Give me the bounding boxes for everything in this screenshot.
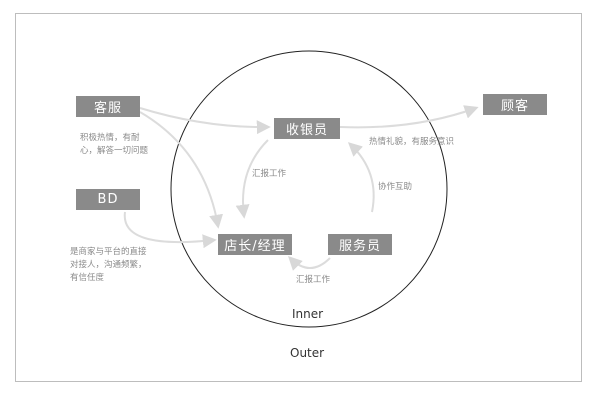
arrow-bd-to-manager bbox=[123, 211, 217, 249]
label-outer: Outer bbox=[290, 346, 325, 360]
note-bd-line1: 是商家与平台的直接 bbox=[70, 247, 147, 257]
node-kefu: 客服 bbox=[76, 96, 140, 117]
diagram-frame bbox=[15, 13, 582, 382]
note-kefu-line2: 心，解答一切问题 bbox=[80, 146, 149, 156]
label-inner: Inner bbox=[292, 307, 324, 321]
note-kefu-line1: 积极热情，有耐 bbox=[80, 133, 140, 143]
arrow-kefu-to-cashier bbox=[139, 107, 271, 135]
node-customer: 顾客 bbox=[483, 94, 547, 115]
note-cooperation: 协作互助 bbox=[378, 182, 413, 192]
arrow-kefu-to-manager bbox=[139, 111, 224, 229]
node-cashier: 收银员 bbox=[274, 118, 340, 139]
node-manager: 店长/经理 bbox=[218, 234, 292, 255]
arrow-waiter-to-cashier bbox=[347, 142, 375, 213]
note-bd-line3: 有信任度 bbox=[70, 273, 105, 283]
note-cashier-report: 汇报工作 bbox=[252, 169, 287, 179]
arrow-cashier-to-customer bbox=[339, 105, 479, 129]
note-cashier-customer: 热情礼貌，有服务意识 bbox=[369, 137, 455, 147]
note-kefu: 积极热情，有耐 心，解答一切问题 bbox=[80, 132, 148, 158]
node-waiter: 服务员 bbox=[328, 234, 392, 255]
note-bd: 是商家与平台的直接 对接人，沟通频繁， 有信任度 bbox=[70, 246, 147, 285]
note-bd-line2: 对接人，沟通频繁， bbox=[70, 260, 147, 270]
node-bd: BD bbox=[76, 189, 140, 210]
note-waiter-report: 汇报工作 bbox=[296, 275, 331, 285]
inner-circle bbox=[170, 50, 448, 328]
arrow-cashier-to-manager bbox=[235, 139, 269, 219]
arrow-waiter-to-manager bbox=[288, 256, 331, 271]
